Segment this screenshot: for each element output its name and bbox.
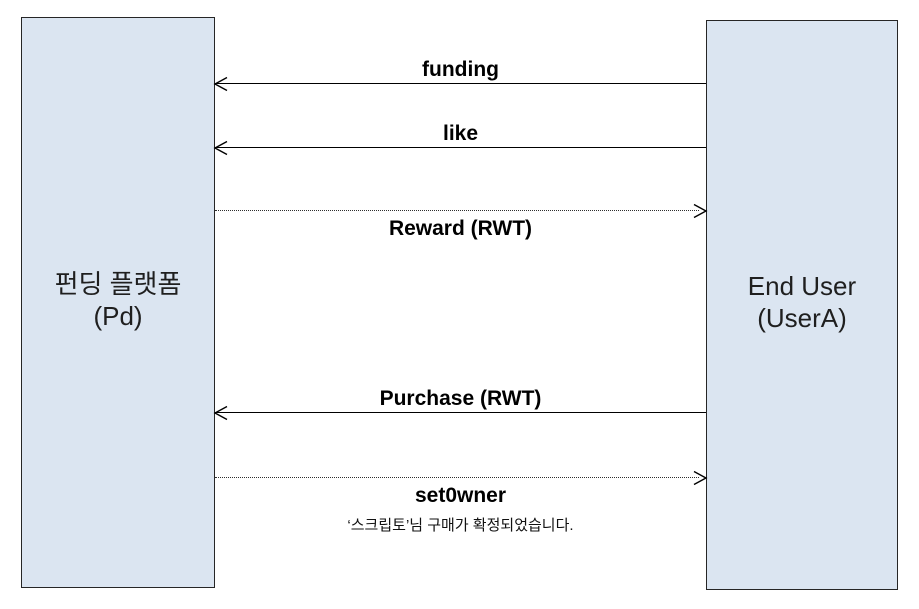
actor-name: End User <box>747 271 857 301</box>
arrowhead-right-icon <box>693 203 708 219</box>
arrow-line <box>215 412 706 413</box>
actor-name: 펀딩 플랫폼 <box>54 268 182 299</box>
actor-end-user: End User (UserA) <box>706 20 898 590</box>
arrow-line <box>215 477 699 478</box>
actor-id: (Pd) <box>93 300 143 331</box>
message-label: like <box>442 122 479 145</box>
message-label: set0wner <box>414 484 507 507</box>
arrowhead-left-icon <box>213 76 228 92</box>
arrow-line <box>215 147 706 148</box>
actor-funding-platform: 펀딩 플랫폼 (Pd) <box>21 17 215 588</box>
message-label: Reward (RWT) <box>388 217 533 240</box>
arrowhead-left-icon <box>213 140 228 156</box>
actor-id: (UserA) <box>757 303 847 333</box>
purchase-confirmation-caption: ‘스크립토’님 구매가 확정되었습니다. <box>347 517 574 534</box>
arrowhead-left-icon <box>213 405 228 421</box>
arrow-line <box>215 83 706 84</box>
message-label: Purchase (RWT) <box>379 387 542 410</box>
arrow-line <box>215 210 699 211</box>
message-label: funding <box>422 58 499 81</box>
actor-funding-platform-label: 펀딩 플랫폼 (Pd) <box>22 268 214 332</box>
arrowhead-right-icon <box>693 470 708 486</box>
actor-end-user-label: End User (UserA) <box>707 270 897 334</box>
